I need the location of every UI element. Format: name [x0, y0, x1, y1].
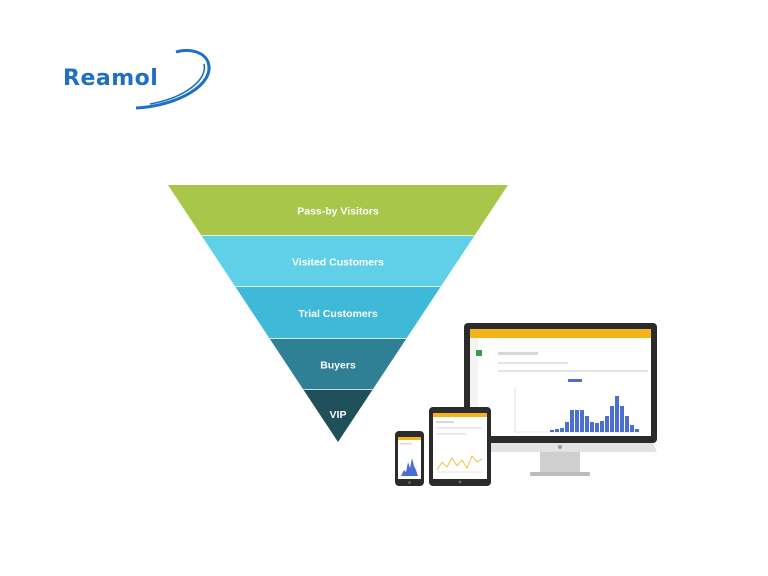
funnel-segment-label: Trial Customers — [298, 308, 378, 320]
monitor-chart-bar — [585, 416, 589, 432]
funnel-segment — [235, 287, 441, 339]
tablet-icon — [429, 407, 491, 486]
monitor-chart-bar — [590, 422, 594, 432]
monitor-chart-bar — [560, 428, 564, 432]
phone-icon — [395, 431, 424, 486]
monitor-chart-bar — [575, 410, 579, 432]
monitor-chart-bar — [555, 429, 559, 432]
logo-swoosh-icon — [135, 48, 211, 110]
funnel-segment — [201, 236, 475, 287]
monitor-chart-bar — [625, 416, 629, 432]
funnel-segment — [269, 339, 407, 390]
funnel-segment-label: Pass-by Visitors — [297, 206, 379, 218]
monitor-chart-bar — [570, 410, 574, 432]
logo-text: Reamol — [63, 66, 159, 91]
monitor-chart-bar — [595, 423, 599, 432]
monitor-chart-bar — [620, 406, 624, 432]
monitor-chart-bar — [635, 429, 639, 432]
brand-logo: Reamol — [58, 46, 218, 116]
funnel-segment-label: Visited Customers — [292, 257, 384, 269]
monitor-chart-bar — [550, 430, 554, 432]
funnel-segment — [168, 185, 508, 236]
monitor-chart-bar — [630, 425, 634, 432]
funnel-segment — [303, 390, 373, 442]
monitor-chart-bar — [615, 396, 619, 432]
monitor-chart-bar — [610, 406, 614, 432]
monitor-chart-bar — [600, 421, 604, 432]
funnel-segment-label: Buyers — [320, 360, 356, 372]
monitor-chart-bar — [605, 416, 609, 432]
monitor-chart-bar — [565, 422, 569, 432]
funnel-segment-label: VIP — [330, 409, 347, 421]
monitor-chart-bar — [580, 410, 584, 432]
monitor-icon — [464, 323, 657, 476]
